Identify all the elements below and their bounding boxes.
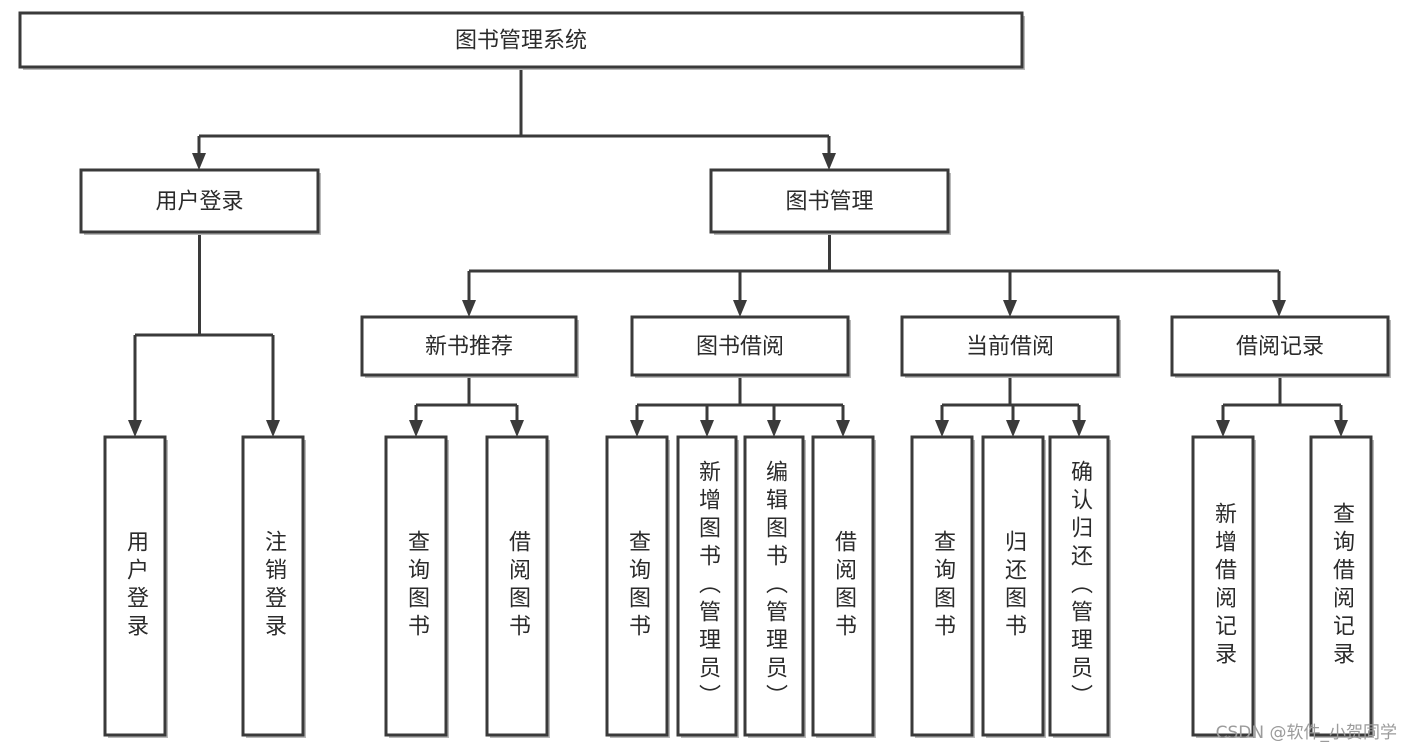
node-leaf-user-login[interactable] (103, 435, 167, 737)
node-leaf-borrow-book-1[interactable] (485, 435, 549, 737)
node-leaf-query-book-1[interactable] (384, 435, 448, 737)
node-borrow-record-label: 借阅记录 (1236, 335, 1324, 360)
leafgroup-0-to-leaf-1-arrowhead (510, 420, 524, 437)
userlogin-to-leaf-1-arrowhead (266, 420, 280, 437)
node-leaf-query-record[interactable] (1309, 435, 1373, 737)
node-book-borrow-label: 图书借阅 (696, 335, 784, 360)
root-to-user-login-arrowhead (192, 153, 206, 170)
bookmanage-to-book-borrow-arrowhead (733, 300, 747, 317)
leafgroup-2-to-leaf-0-arrowhead (935, 420, 949, 437)
watermark-text: CSDN @软件_小贺同学 (1215, 723, 1397, 743)
node-new-book-rec-label: 新书推荐 (425, 335, 513, 360)
node-borrow-record[interactable] (1170, 315, 1390, 377)
node-leaf-borrow-book-2[interactable] (811, 435, 875, 737)
leafgroup-3-to-leaf-1-arrowhead (1334, 420, 1348, 437)
leafgroup-1-to-leaf-1-arrowhead (700, 420, 714, 437)
node-user-login[interactable] (79, 168, 320, 234)
bookmanage-to-current-borrow-arrowhead (1003, 300, 1017, 317)
node-book-manage[interactable] (709, 168, 950, 234)
node-book-borrow[interactable] (630, 315, 850, 377)
boxes-layer (18, 11, 1391, 738)
leafgroup-2-to-leaf-1-arrowhead (1006, 420, 1020, 437)
node-leaf-edit-book[interactable] (743, 435, 805, 737)
leafgroup-3-to-leaf-0-arrowhead (1216, 420, 1230, 437)
leafgroup-0-to-leaf-0-arrowhead (409, 420, 423, 437)
bookmanage-to-borrow-record-arrowhead (1272, 300, 1286, 317)
userlogin-to-leaf-0-arrowhead (128, 420, 142, 437)
node-current-borrow-label: 当前借阅 (966, 335, 1054, 360)
bookmanage-to-new-book-rec-arrowhead (462, 300, 476, 317)
node-book-manage-label: 图书管理 (785, 190, 873, 215)
node-root-label: 图书管理系统 (455, 29, 587, 54)
node-leaf-query-book-3[interactable] (910, 435, 974, 737)
node-leaf-add-record[interactable] (1191, 435, 1255, 737)
node-leaf-add-book[interactable] (676, 435, 738, 737)
node-leaf-query-book-2[interactable] (605, 435, 669, 737)
node-user-login-label: 用户登录 (155, 190, 243, 215)
root-to-book-manage-arrowhead (822, 153, 836, 170)
leafgroup-1-to-leaf-2-arrowhead (767, 420, 781, 437)
node-new-book-rec[interactable] (360, 315, 578, 377)
leafgroup-2-to-leaf-2-arrowhead (1072, 420, 1086, 437)
node-root[interactable] (18, 11, 1024, 69)
node-leaf-return-book[interactable] (981, 435, 1045, 737)
leafgroup-1-to-leaf-0-arrowhead (630, 420, 644, 437)
leafgroup-1-to-leaf-3-arrowhead (836, 420, 850, 437)
connectors-layer (128, 67, 1348, 437)
node-leaf-logout[interactable] (241, 435, 305, 737)
node-leaf-confirm-return[interactable] (1048, 435, 1110, 737)
node-current-borrow[interactable] (900, 315, 1120, 377)
